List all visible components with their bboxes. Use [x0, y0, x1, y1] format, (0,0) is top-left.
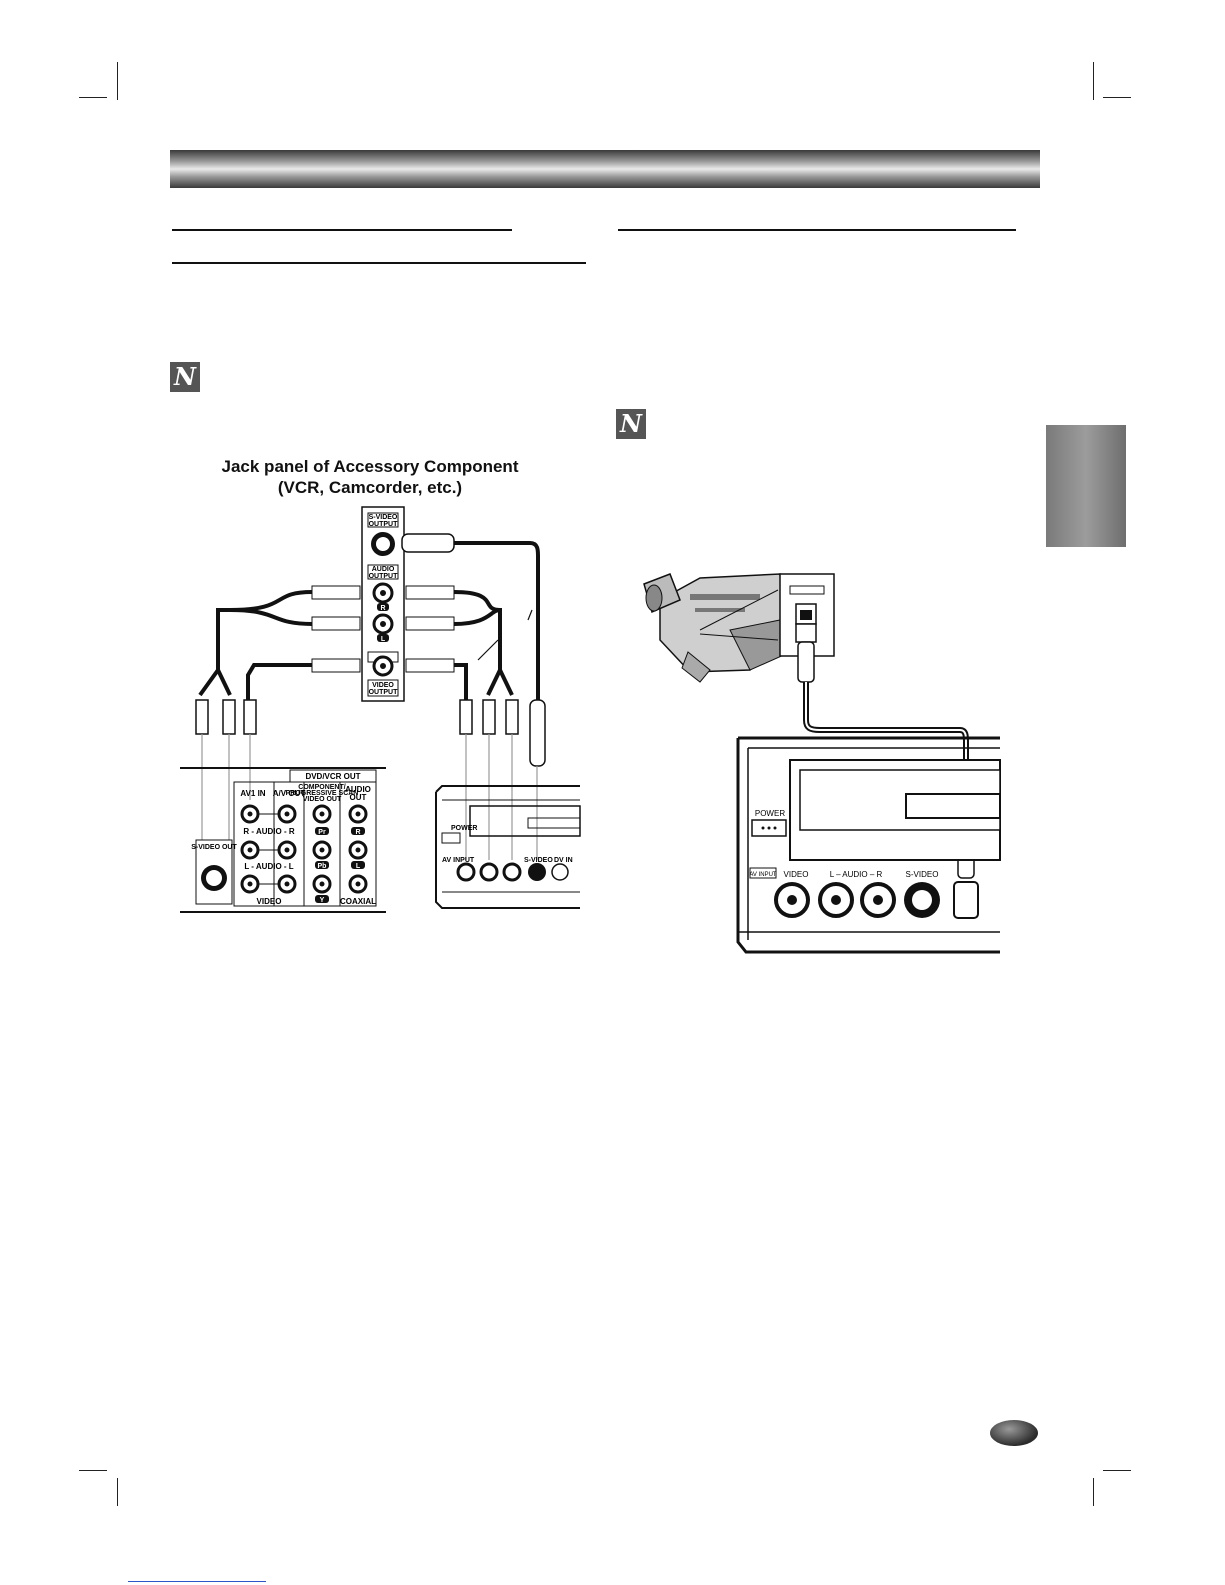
video-output-label-2: OUTPUT [369, 689, 399, 696]
r-audio-r-label: R - AUDIO - R [243, 827, 294, 836]
audio-out-label-2: OUT [350, 793, 367, 802]
l-audio-l-label: L - AUDIO - L [244, 862, 293, 871]
video-label: VIDEO [257, 897, 282, 906]
av1-in-label: AV1 IN [240, 789, 265, 798]
component-label-3: VIDEO OUT [303, 796, 342, 803]
coaxial-label: COAXIAL [340, 897, 376, 906]
audio-r-label: R [355, 829, 360, 836]
camcorder-illustration [643, 573, 796, 683]
pb-label: Pb [318, 863, 327, 870]
accessory-l-label: L [381, 636, 386, 643]
video-output-label-1: VIDEO [372, 682, 394, 689]
crop-mark [117, 1478, 118, 1506]
right-camcorder-diagram: POWER AV INPUT VIDEO L – AUDIO – R S-VID… [643, 573, 1001, 954]
front-av-input-label: AV INPUT [442, 857, 475, 864]
page-number-badge [990, 1420, 1038, 1446]
av-out-label: A/V OUT [273, 789, 306, 798]
crop-mark [1093, 1478, 1094, 1506]
crop-mark [79, 97, 107, 98]
accessory-r-label: R [380, 605, 385, 612]
jack-panel-title: Jack panel of Accessory Component (VCR, … [170, 456, 570, 498]
y-label: Y [320, 897, 325, 904]
svideo-output-label-2: OUTPUT [369, 521, 399, 528]
component-label-2: PROGRESSIVE SCAN [286, 790, 359, 797]
section-rule-left-1 [172, 229, 512, 231]
svideo-out-label: S-VIDEO OUT [191, 844, 237, 851]
front-svideo-label: S-VIDEO [524, 857, 553, 864]
crop-mark [1093, 62, 1094, 100]
crop-mark [1103, 97, 1131, 98]
audio-output-label-2: OUTPUT [369, 573, 399, 580]
deck-av-input-label: AV INPUT [749, 872, 777, 878]
section-rule-left-2 [172, 262, 586, 264]
pr-label: Pr [318, 829, 326, 836]
section-rule-right [618, 229, 1016, 231]
audio-output-label-1: AUDIO [372, 566, 395, 573]
front-power-label: POWER [451, 825, 477, 832]
component-label-1: COMPONENT/ [298, 784, 346, 791]
crop-mark [117, 62, 118, 100]
note-icon: N [170, 362, 200, 392]
left-connection-diagram: S-VIDEO OUTPUT AUDIO OUTPUT R L VIDEO OU… [180, 506, 581, 913]
audio-l-label: L [356, 863, 361, 870]
deck-audio-label: L – AUDIO – R [830, 870, 883, 879]
side-tab [1046, 425, 1126, 547]
front-dv-in-label: DV IN [554, 857, 573, 864]
audio-out-label-1: AUDIO [345, 785, 371, 794]
note-icon: N [616, 409, 646, 439]
dvd-vcr-out-label: DVD/VCR OUT [305, 772, 360, 781]
deck-svideo-label: S-VIDEO [906, 870, 939, 879]
deck-video-label: VIDEO [784, 870, 809, 879]
deck-power-label: POWER [755, 809, 785, 818]
crop-mark [79, 1470, 107, 1471]
header-banner [170, 150, 1040, 188]
svideo-output-label-1: S-VIDEO [369, 514, 398, 521]
crop-mark [1103, 1470, 1131, 1471]
jack-panel-title-line1: Jack panel of Accessory Component [221, 457, 519, 476]
bottom-link-underline [128, 1581, 266, 1582]
jack-panel-title-line2: (VCR, Camcorder, etc.) [277, 478, 463, 497]
